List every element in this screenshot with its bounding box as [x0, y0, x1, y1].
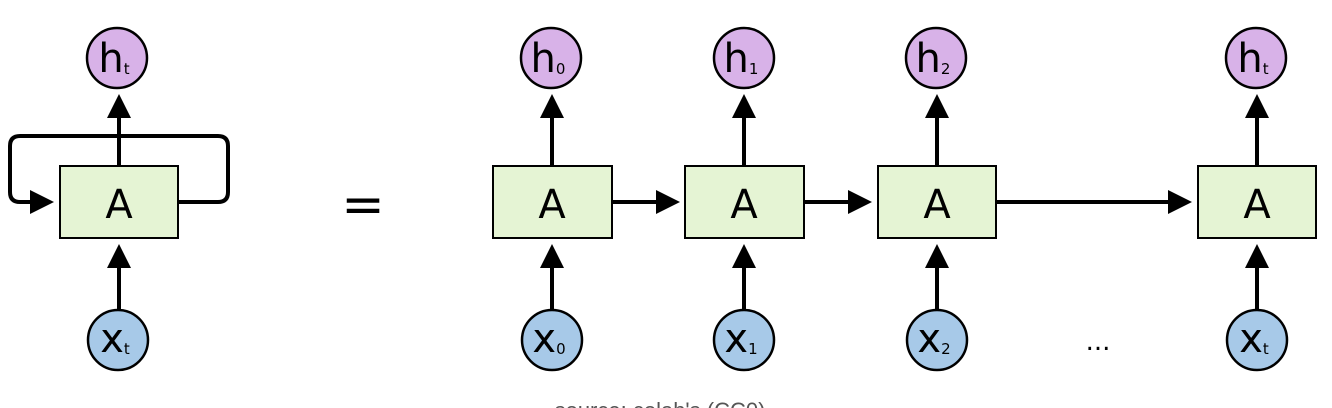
time-step-1: A h1 x1: [684, 26, 805, 372]
rnn-cell: [684, 165, 805, 239]
output-label: h2: [916, 36, 951, 82]
cell-label: A: [105, 182, 133, 228]
input-label: x0: [532, 316, 565, 362]
cell-label: A: [923, 182, 951, 228]
output-label: h1: [724, 36, 759, 82]
input-label: xt: [100, 316, 130, 362]
rnn-cell: [1197, 165, 1317, 239]
time-step-2: A h2 x2: [877, 26, 997, 372]
rnn-cell: [492, 165, 613, 239]
output-label: ht: [1237, 36, 1268, 82]
output-label: h0: [531, 36, 566, 82]
input-node: [520, 308, 584, 372]
output-node: [712, 26, 776, 90]
input-label: xt: [1239, 316, 1269, 362]
input-label: x2: [917, 316, 950, 362]
time-step-t: A ht xt: [1197, 26, 1317, 372]
output-node: [85, 26, 149, 90]
output-node: [904, 26, 968, 90]
output-node: [519, 26, 583, 90]
output-node: [1224, 26, 1288, 90]
ellipsis: ...: [1086, 327, 1111, 357]
cell-label: A: [538, 182, 566, 228]
output-label: ht: [98, 36, 129, 82]
rnn-cell: [59, 165, 179, 239]
input-node: [712, 308, 776, 372]
cell-label: A: [730, 182, 758, 228]
source-caption: source: colah's (CC0): [555, 398, 766, 408]
rnn-cell: [877, 165, 997, 239]
input-node: [905, 308, 969, 372]
cell-label: A: [1243, 182, 1271, 228]
input-node: [1225, 308, 1289, 372]
input-node: [86, 308, 150, 372]
input-label: x1: [724, 316, 757, 362]
unrolled-rnn: A h0 x0 A h1 x1 A h2 x2: [492, 26, 1317, 372]
time-step-0: A h0 x0: [492, 26, 613, 372]
equals-sign: =: [341, 175, 385, 235]
rolled-rnn: A ht xt: [8, 26, 230, 372]
